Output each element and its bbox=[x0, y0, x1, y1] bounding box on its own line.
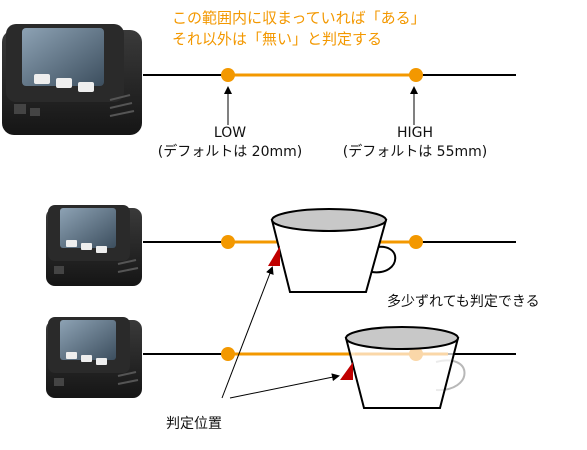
judge-position-label: 判定位置 bbox=[166, 416, 222, 432]
high-label: HIGH bbox=[396, 125, 434, 141]
caption-line1: この範囲内に収まっていれば「ある」 bbox=[172, 9, 426, 27]
device-button bbox=[56, 78, 72, 88]
caption-line2: それ以外は「無い」と判定する bbox=[172, 30, 383, 48]
judge-marker bbox=[268, 246, 280, 266]
pointer-arrow bbox=[221, 266, 274, 399]
range-line-bottom bbox=[143, 347, 516, 361]
judge-marker bbox=[340, 362, 353, 380]
device-small-1 bbox=[46, 205, 142, 286]
high-point-faded bbox=[409, 347, 423, 361]
cup-middle bbox=[270, 208, 397, 293]
cup-bottom bbox=[344, 326, 466, 409]
high-point bbox=[409, 68, 423, 82]
low-default-label: (デフォルトは 20mm) bbox=[157, 144, 303, 160]
device-large bbox=[2, 24, 142, 135]
tolerance-note: 多少ずれても判定できる bbox=[387, 294, 540, 310]
range-line-top bbox=[143, 68, 516, 82]
device-button bbox=[34, 74, 50, 84]
low-point bbox=[221, 68, 235, 82]
device-screen bbox=[22, 28, 104, 86]
high-default-label: (デフォルトは 55mm) bbox=[342, 144, 488, 160]
device-small-2 bbox=[46, 317, 142, 398]
device-button bbox=[78, 82, 94, 92]
low-label: LOW bbox=[213, 125, 247, 141]
pointer-arrow bbox=[229, 373, 340, 399]
